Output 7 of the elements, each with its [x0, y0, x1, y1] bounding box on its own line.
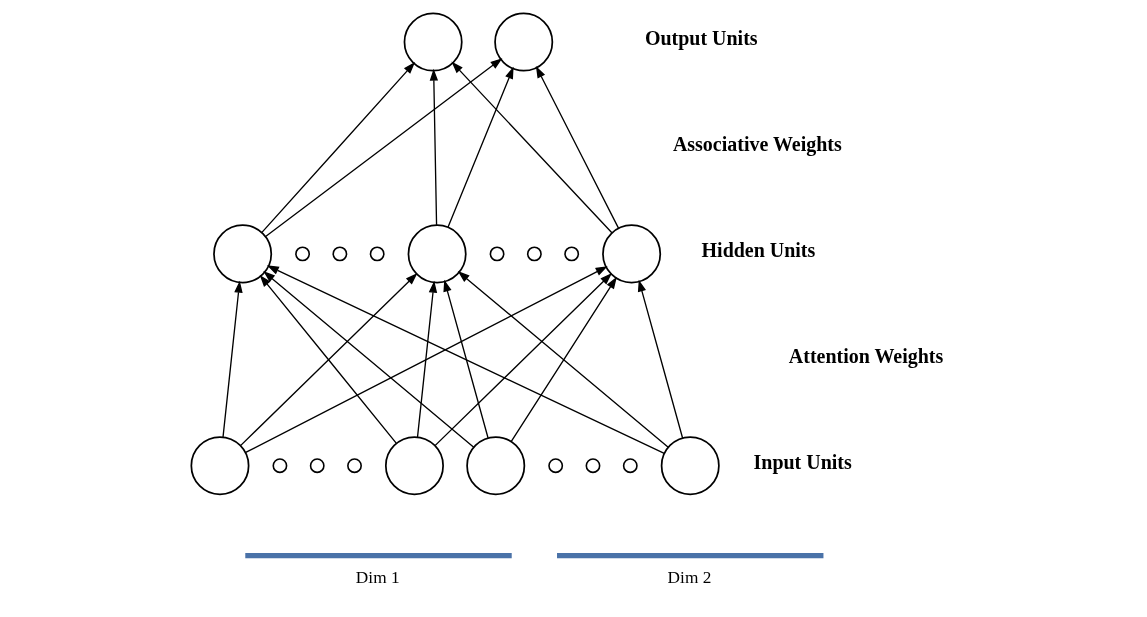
node-label: Dim 1 — [355, 567, 400, 587]
node-label: Dim 2 — [667, 567, 711, 587]
label: Output Units — [644, 27, 758, 50]
label: Associative Weights — [672, 133, 842, 156]
label: Hidden Units — [701, 239, 815, 262]
label: Input Units — [753, 451, 852, 474]
label: Attention Weights — [788, 345, 943, 368]
